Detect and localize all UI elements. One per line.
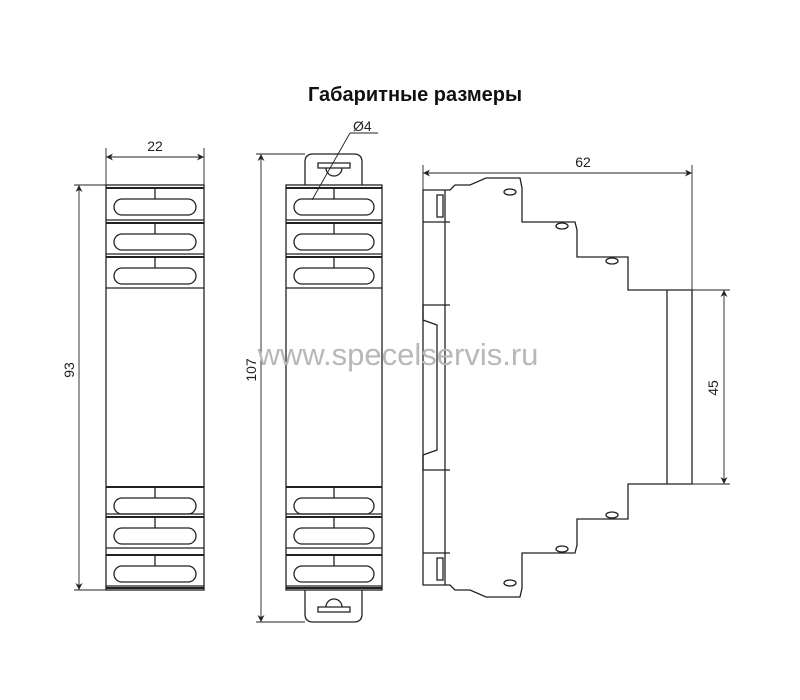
dimension-label-62: 62 bbox=[575, 154, 591, 170]
vent-slot bbox=[293, 565, 375, 583]
vent-slot bbox=[113, 198, 197, 216]
vent-slot bbox=[113, 565, 197, 583]
drawing-title: Габаритные размеры bbox=[307, 84, 523, 106]
dimension-width: 22 bbox=[105, 138, 205, 185]
dimension-depth: 62 bbox=[422, 154, 693, 290]
watermark: www.specelservis.ru bbox=[257, 337, 539, 372]
vent-slot bbox=[113, 527, 197, 545]
dimension-height-body: 93 bbox=[61, 184, 106, 591]
housing-outline bbox=[285, 184, 383, 591]
side-view bbox=[422, 177, 693, 598]
front-view-with-clips bbox=[285, 153, 383, 623]
housing-outline bbox=[105, 184, 205, 591]
vent-slot bbox=[293, 233, 375, 251]
vent-slot bbox=[293, 267, 375, 285]
vent-slot bbox=[113, 497, 197, 515]
dimension-front-face: 45 bbox=[692, 289, 730, 485]
dimension-label-45: 45 bbox=[705, 380, 721, 396]
vent-slot bbox=[113, 233, 197, 251]
dimension-hole: Ø4 bbox=[311, 118, 378, 201]
dimension-height-total: 107 bbox=[243, 153, 305, 623]
top-din-clip bbox=[304, 153, 363, 185]
dimension-label-93: 93 bbox=[61, 362, 77, 378]
front-view bbox=[105, 184, 205, 591]
vent-slot bbox=[293, 198, 375, 216]
vent-slot bbox=[293, 497, 375, 515]
vent-slot bbox=[113, 267, 197, 285]
bottom-din-clip bbox=[304, 590, 363, 623]
dimension-label-107: 107 bbox=[243, 358, 259, 382]
vent-slot bbox=[293, 527, 375, 545]
dimension-label-diameter: Ø4 bbox=[353, 118, 372, 134]
dimension-label-22: 22 bbox=[147, 138, 163, 154]
